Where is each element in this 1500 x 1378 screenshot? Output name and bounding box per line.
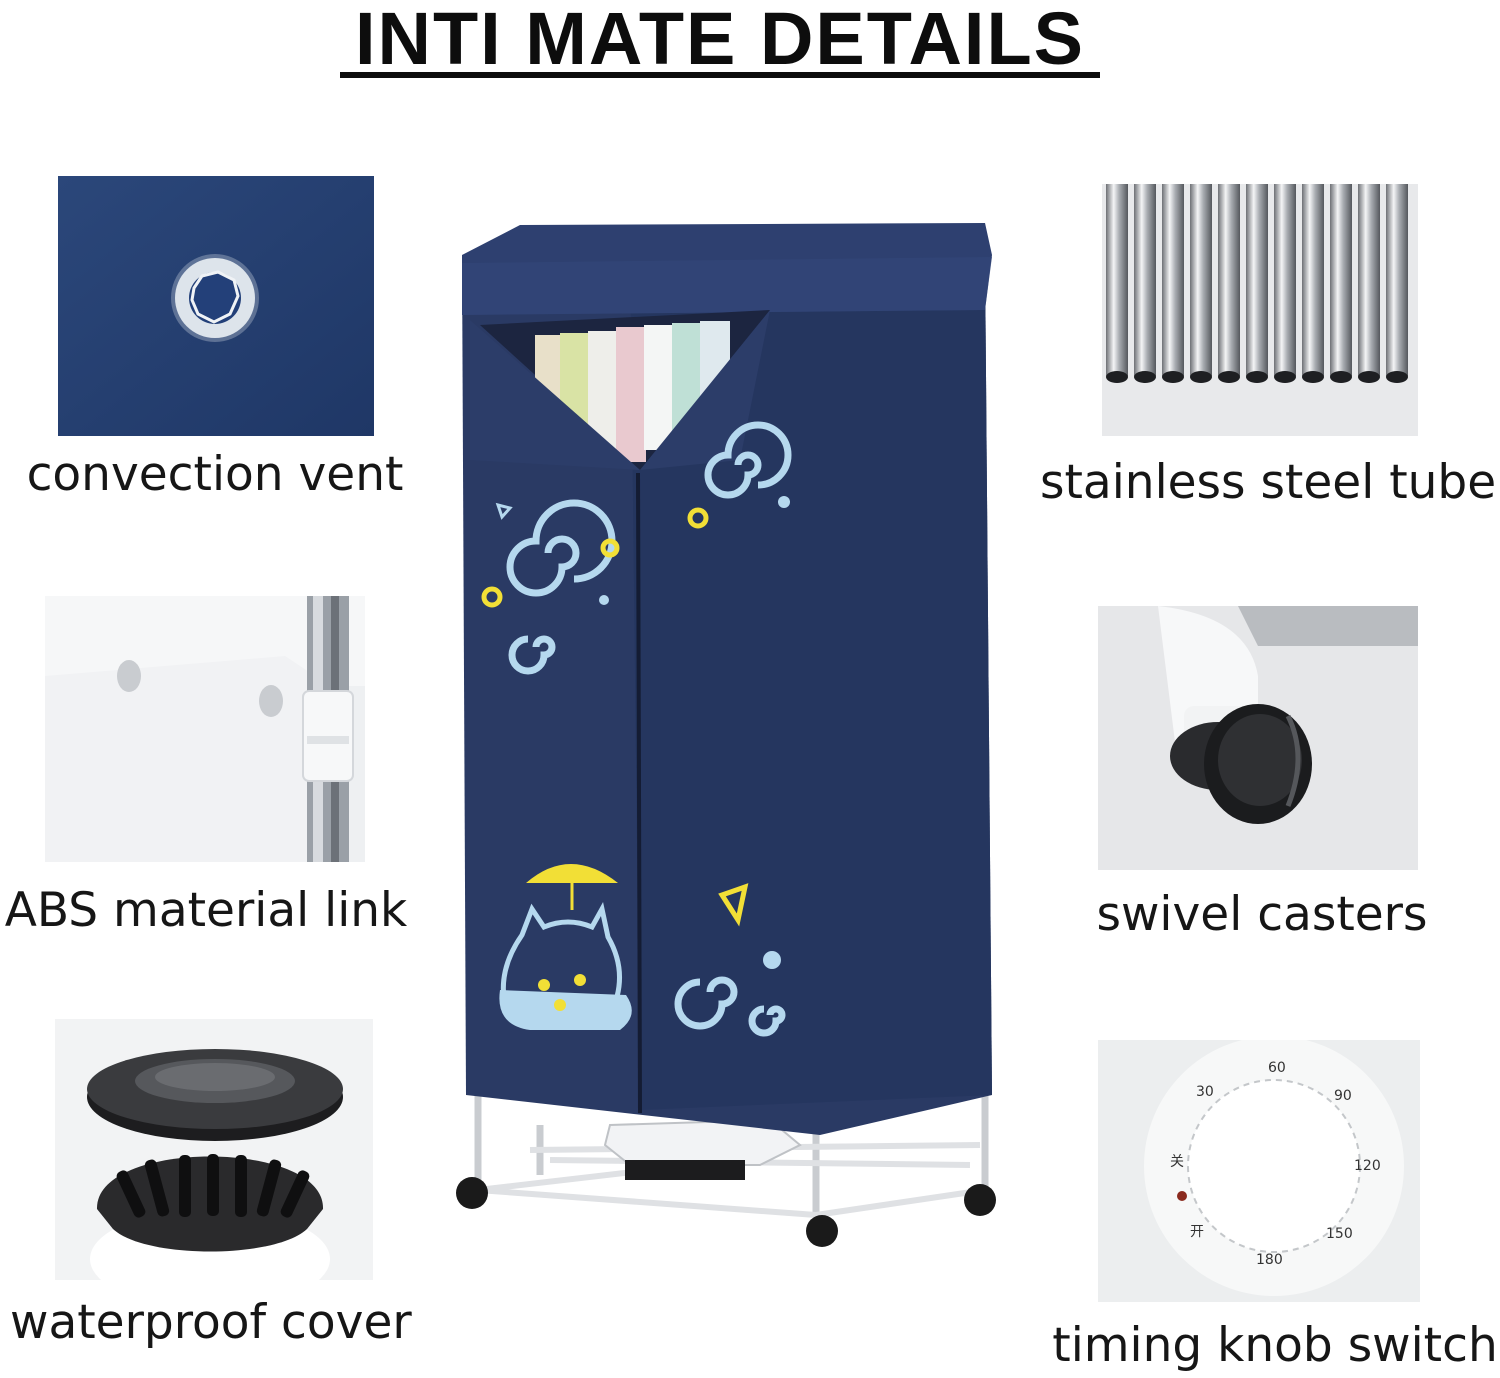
convection-vent-caption: convection vent bbox=[26, 447, 404, 502]
timing-knob-switch-image: 60 90 120 150 180 30 关 开 bbox=[1098, 1040, 1420, 1302]
dial-mark-120: 120 bbox=[1354, 1158, 1381, 1174]
timing-knob-switch-caption: timing knob switch bbox=[1052, 1318, 1498, 1373]
dial-mark-90: 90 bbox=[1334, 1088, 1352, 1104]
waterproof-cover-image bbox=[55, 1019, 373, 1280]
title-underline bbox=[340, 72, 1100, 78]
abs-link-caption: ABS material link bbox=[4, 883, 408, 938]
wardrobe-dryer-product-image bbox=[440, 215, 1010, 1255]
dial-mark-150: 150 bbox=[1326, 1226, 1353, 1242]
stainless-steel-tube-image bbox=[1102, 184, 1418, 436]
swivel-casters-image bbox=[1098, 606, 1418, 870]
abs-link-image bbox=[45, 596, 365, 862]
convection-vent-image bbox=[58, 176, 374, 436]
dial-mark-180: 180 bbox=[1256, 1252, 1283, 1268]
dial-off-label: 关 bbox=[1170, 1154, 1184, 1170]
page-title: INTI MATE DETAILS bbox=[354, 0, 1086, 80]
dial-mark-60: 60 bbox=[1268, 1060, 1286, 1076]
stainless-steel-tube-caption: stainless steel tube bbox=[1040, 455, 1497, 510]
dial-mark-30: 30 bbox=[1196, 1084, 1214, 1100]
swivel-casters-caption: swivel casters bbox=[1096, 887, 1428, 942]
dial-on-label: 开 bbox=[1190, 1224, 1204, 1240]
waterproof-cover-caption: waterproof cover bbox=[10, 1295, 412, 1350]
